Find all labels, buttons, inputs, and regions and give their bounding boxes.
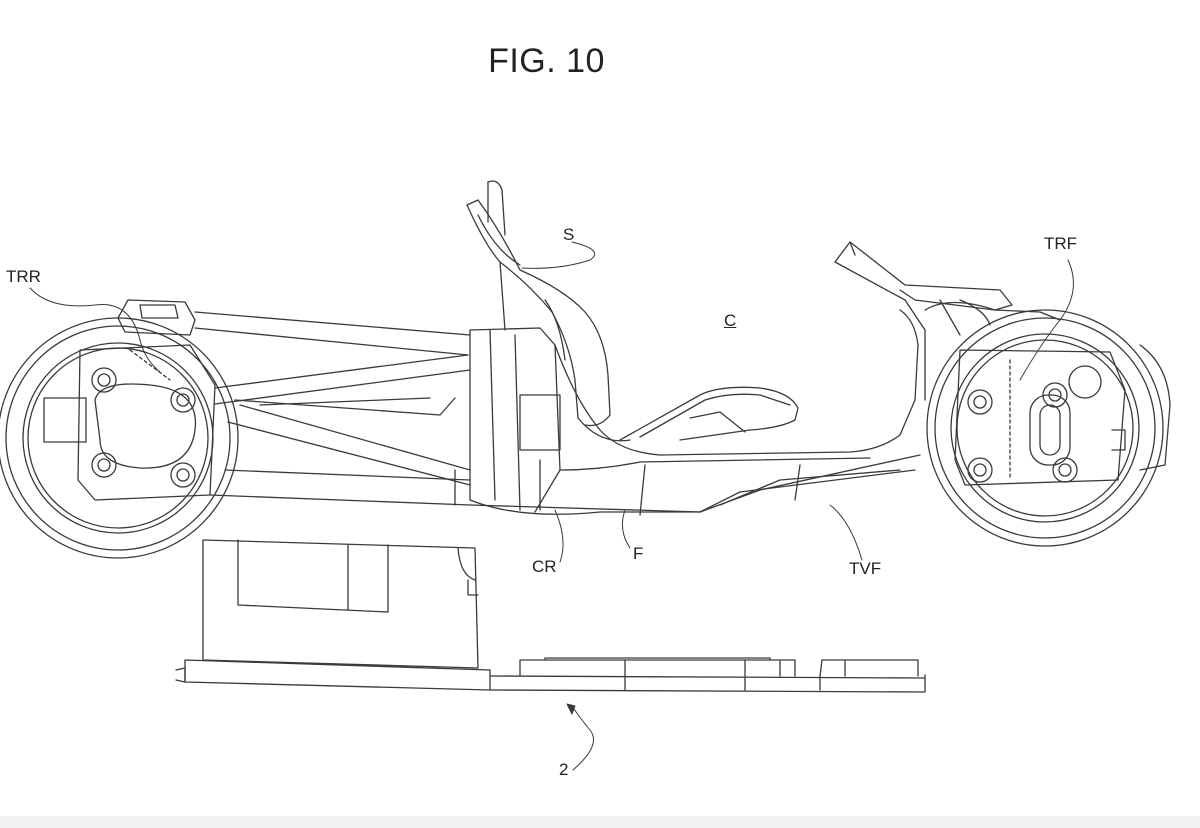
label-crossmember: CR xyxy=(532,557,557,576)
bottom-strip xyxy=(0,816,1200,828)
figure-title: FIG. 10 xyxy=(488,42,605,80)
label-battery-pack: 2 xyxy=(559,760,569,779)
label-cabin: C xyxy=(724,311,737,330)
seat xyxy=(466,180,799,442)
front-wheel xyxy=(926,309,1164,547)
label-seat: S xyxy=(563,225,575,244)
floor xyxy=(554,344,921,516)
label-front-wheel-assembly: TRF xyxy=(1044,234,1078,253)
front-structure xyxy=(834,241,1171,471)
crossmember-block xyxy=(469,327,601,515)
rear-frame xyxy=(117,299,701,513)
rear-wheel xyxy=(0,317,239,559)
leader-lines xyxy=(29,241,1074,771)
label-rear-wheel-assembly: TRR xyxy=(6,267,41,286)
label-floor: F xyxy=(633,544,644,563)
battery-pack xyxy=(175,539,926,693)
label-front-tube: TVF xyxy=(849,559,882,578)
